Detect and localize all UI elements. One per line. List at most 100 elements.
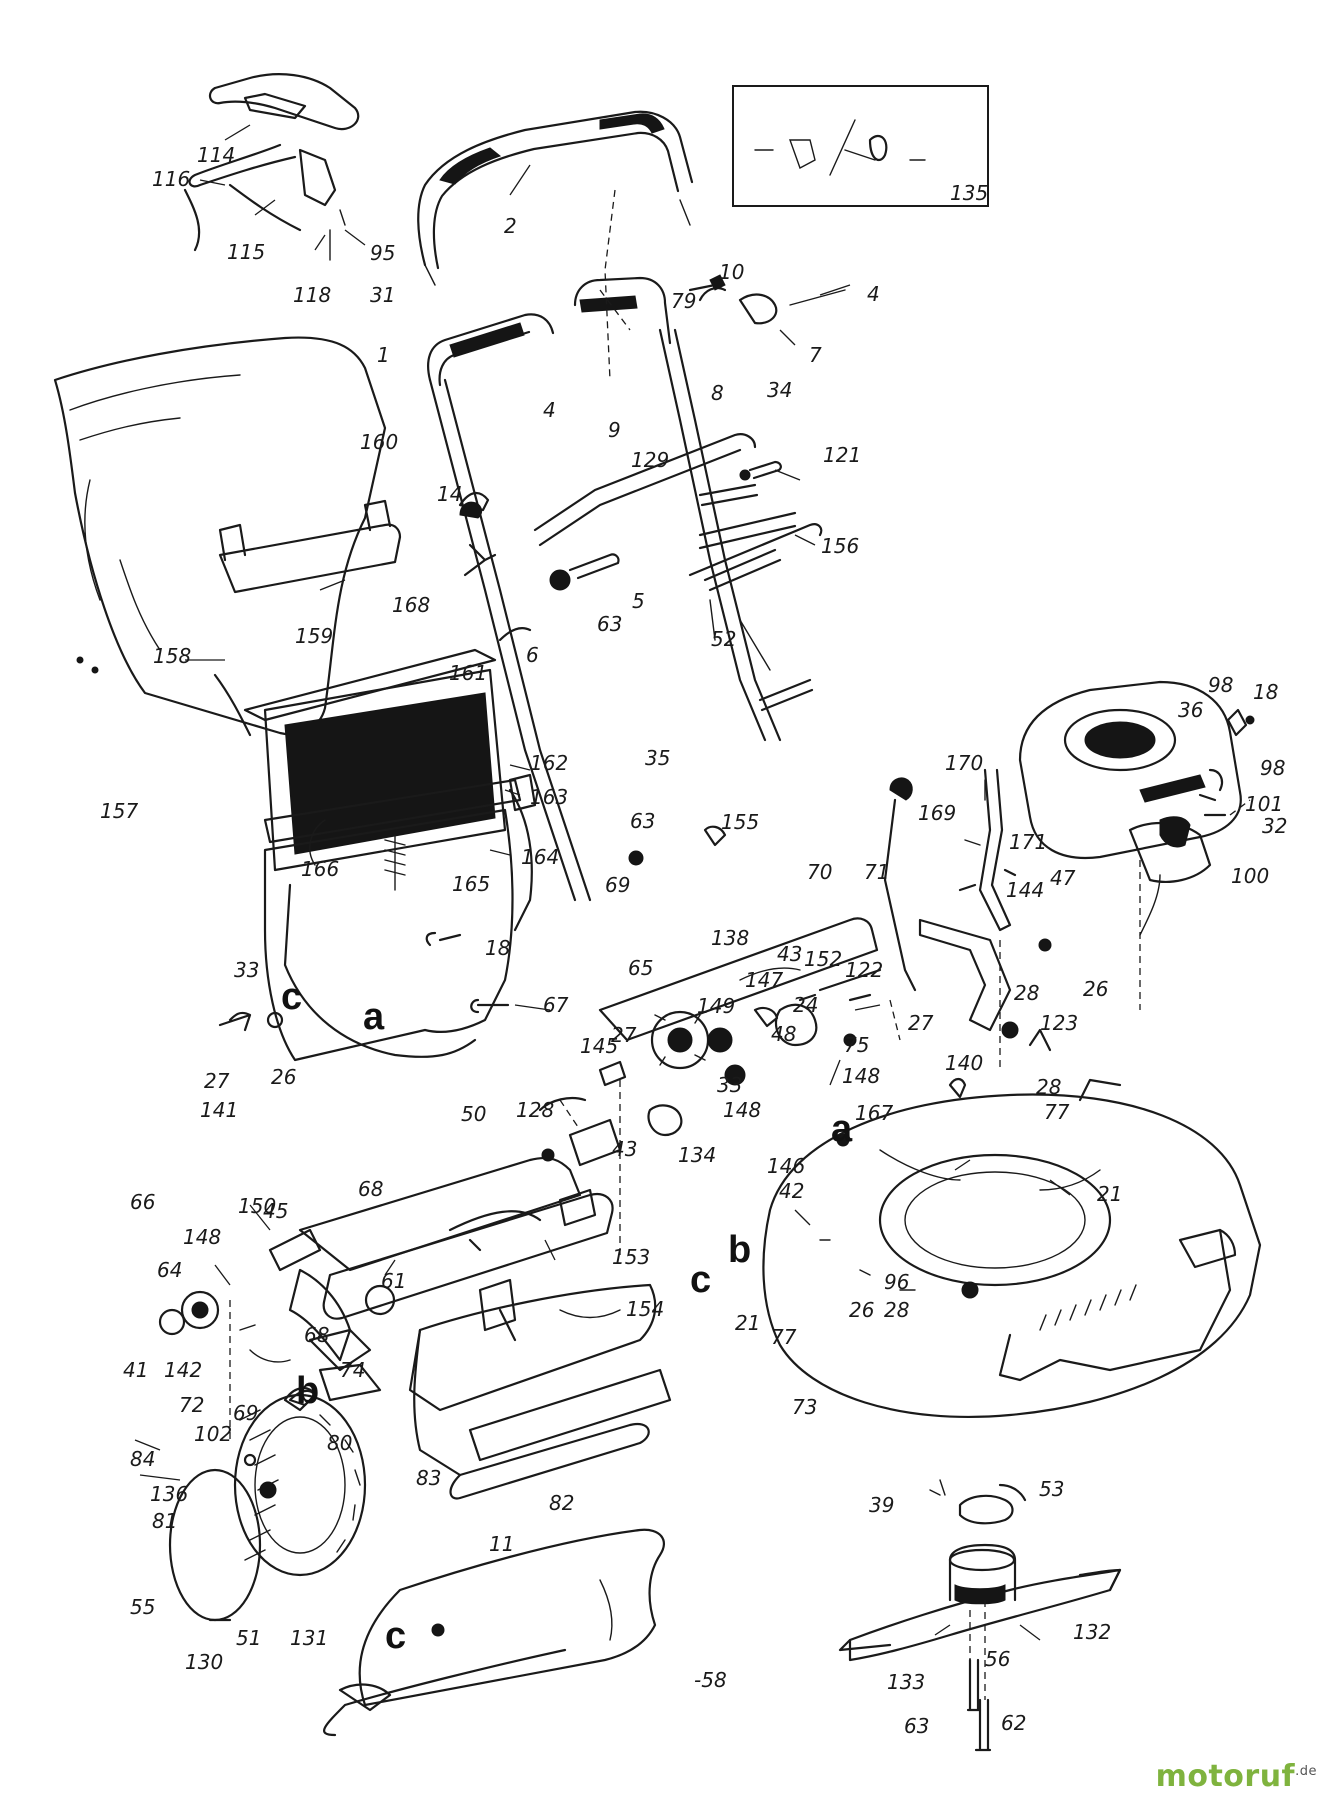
part-label: 133	[887, 1670, 925, 1694]
part-number-labels: 114 116 115 118 95 31 2 135 10 4 79 7 1 …	[100, 143, 1287, 1738]
part-label: 148	[723, 1098, 761, 1122]
part-label: 8	[711, 381, 724, 405]
part-label: 35	[645, 746, 670, 770]
part-label: 145	[580, 1034, 618, 1058]
leader-lines	[134, 124, 1071, 1641]
part-label: 98	[1260, 756, 1285, 780]
part-label: 167	[855, 1101, 893, 1125]
part-label: 27	[204, 1069, 230, 1093]
part-label: 75	[844, 1033, 869, 1057]
reference-letters: c a a b c b c	[281, 976, 853, 1657]
part-label: 147	[745, 968, 783, 992]
part-label: 52	[711, 627, 736, 651]
part-label: 148	[842, 1064, 880, 1088]
part-label: 4	[543, 398, 556, 422]
part-label: 154	[626, 1297, 664, 1321]
site-watermark: motoruf.de	[1156, 1759, 1317, 1794]
part-label: 32	[1262, 814, 1287, 838]
part-label: 10	[719, 260, 744, 284]
misc-hardware	[425, 274, 1255, 1099]
part-label: 114	[197, 143, 235, 167]
part-label: 4	[867, 282, 880, 306]
part-label: 81	[152, 1509, 177, 1533]
part-label: 66	[130, 1190, 155, 1214]
part-label: -58	[694, 1668, 727, 1692]
part-label: 162	[530, 751, 568, 775]
part-label: 73	[792, 1395, 817, 1419]
part-label: 130	[185, 1650, 223, 1674]
part-label: 26	[849, 1298, 874, 1322]
part-label: 63	[630, 809, 655, 833]
catcher-frame	[213, 499, 537, 872]
mulch-lever-assembly	[183, 73, 360, 261]
part-label: 121	[823, 443, 861, 467]
engine-assembly	[1018, 680, 1251, 1010]
part-label: 148	[183, 1225, 221, 1249]
part-label: 33	[717, 1073, 742, 1097]
part-label: 150	[238, 1194, 276, 1218]
grass-catcher-bag	[53, 336, 387, 736]
part-label: 101	[1245, 792, 1283, 816]
part-label: 141	[200, 1098, 238, 1122]
part-label: 83	[416, 1466, 441, 1490]
part-label: 69	[605, 873, 630, 897]
part-label: 70	[807, 860, 832, 884]
part-label: 28	[1036, 1075, 1061, 1099]
part-label: 170	[945, 751, 983, 775]
ref-letter: b	[728, 1229, 751, 1271]
part-label: 152	[804, 947, 842, 971]
part-label: 50	[461, 1102, 486, 1126]
part-label: 168	[392, 593, 430, 617]
part-label: 33	[234, 958, 259, 982]
part-label: 158	[153, 644, 191, 668]
part-label: 165	[452, 872, 490, 896]
part-label: 77	[1044, 1100, 1070, 1124]
part-label: 31	[370, 283, 395, 307]
part-label: 134	[678, 1143, 716, 1167]
part-label: 115	[227, 240, 265, 264]
part-label: 142	[164, 1358, 202, 1382]
part-label: 132	[1073, 1620, 1111, 1644]
part-label: 77	[771, 1325, 797, 1349]
part-label: 55	[130, 1595, 155, 1619]
part-label: 95	[370, 241, 395, 265]
part-label: 45	[263, 1199, 288, 1223]
ref-letter: a	[363, 996, 385, 1038]
drive-control-bracket	[883, 768, 1012, 1070]
part-label: 144	[1006, 878, 1044, 902]
part-label: 156	[821, 534, 859, 558]
part-label: 135	[950, 181, 988, 205]
part-label: 102	[194, 1422, 232, 1446]
part-label: 84	[130, 1447, 155, 1471]
part-label: 2	[504, 214, 517, 238]
part-label: 5	[632, 589, 645, 613]
watermark-text: motoruf	[1155, 1759, 1296, 1794]
part-label: 51	[236, 1626, 261, 1650]
part-label: 136	[150, 1482, 188, 1506]
part-label: 48	[771, 1022, 796, 1046]
ref-letter: c	[690, 1259, 711, 1301]
ref-letter: c	[385, 1615, 406, 1657]
part-label: 129	[631, 448, 669, 472]
part-label: 43	[777, 942, 802, 966]
part-label: 128	[516, 1098, 554, 1122]
rear-wheel-left	[168, 1389, 367, 1622]
height-adjuster-left	[158, 1228, 382, 1440]
part-label: 122	[845, 958, 883, 982]
part-label: 42	[779, 1179, 804, 1203]
part-label: 28	[884, 1298, 909, 1322]
middle-handle	[427, 189, 823, 902]
watermark-tld: .de	[1295, 1764, 1317, 1779]
blade-assembly	[838, 1479, 1122, 1752]
part-label: 53	[1039, 1477, 1064, 1501]
part-label: 41	[123, 1358, 148, 1382]
part-label: 21	[735, 1311, 760, 1335]
part-label: 79	[671, 289, 696, 313]
part-label: 146	[767, 1154, 805, 1178]
part-label: 169	[918, 801, 956, 825]
part-label: 27	[611, 1023, 637, 1047]
rear-chute-flap	[263, 788, 533, 1062]
ref-letter: a	[831, 1108, 853, 1150]
part-label: 67	[543, 993, 569, 1017]
